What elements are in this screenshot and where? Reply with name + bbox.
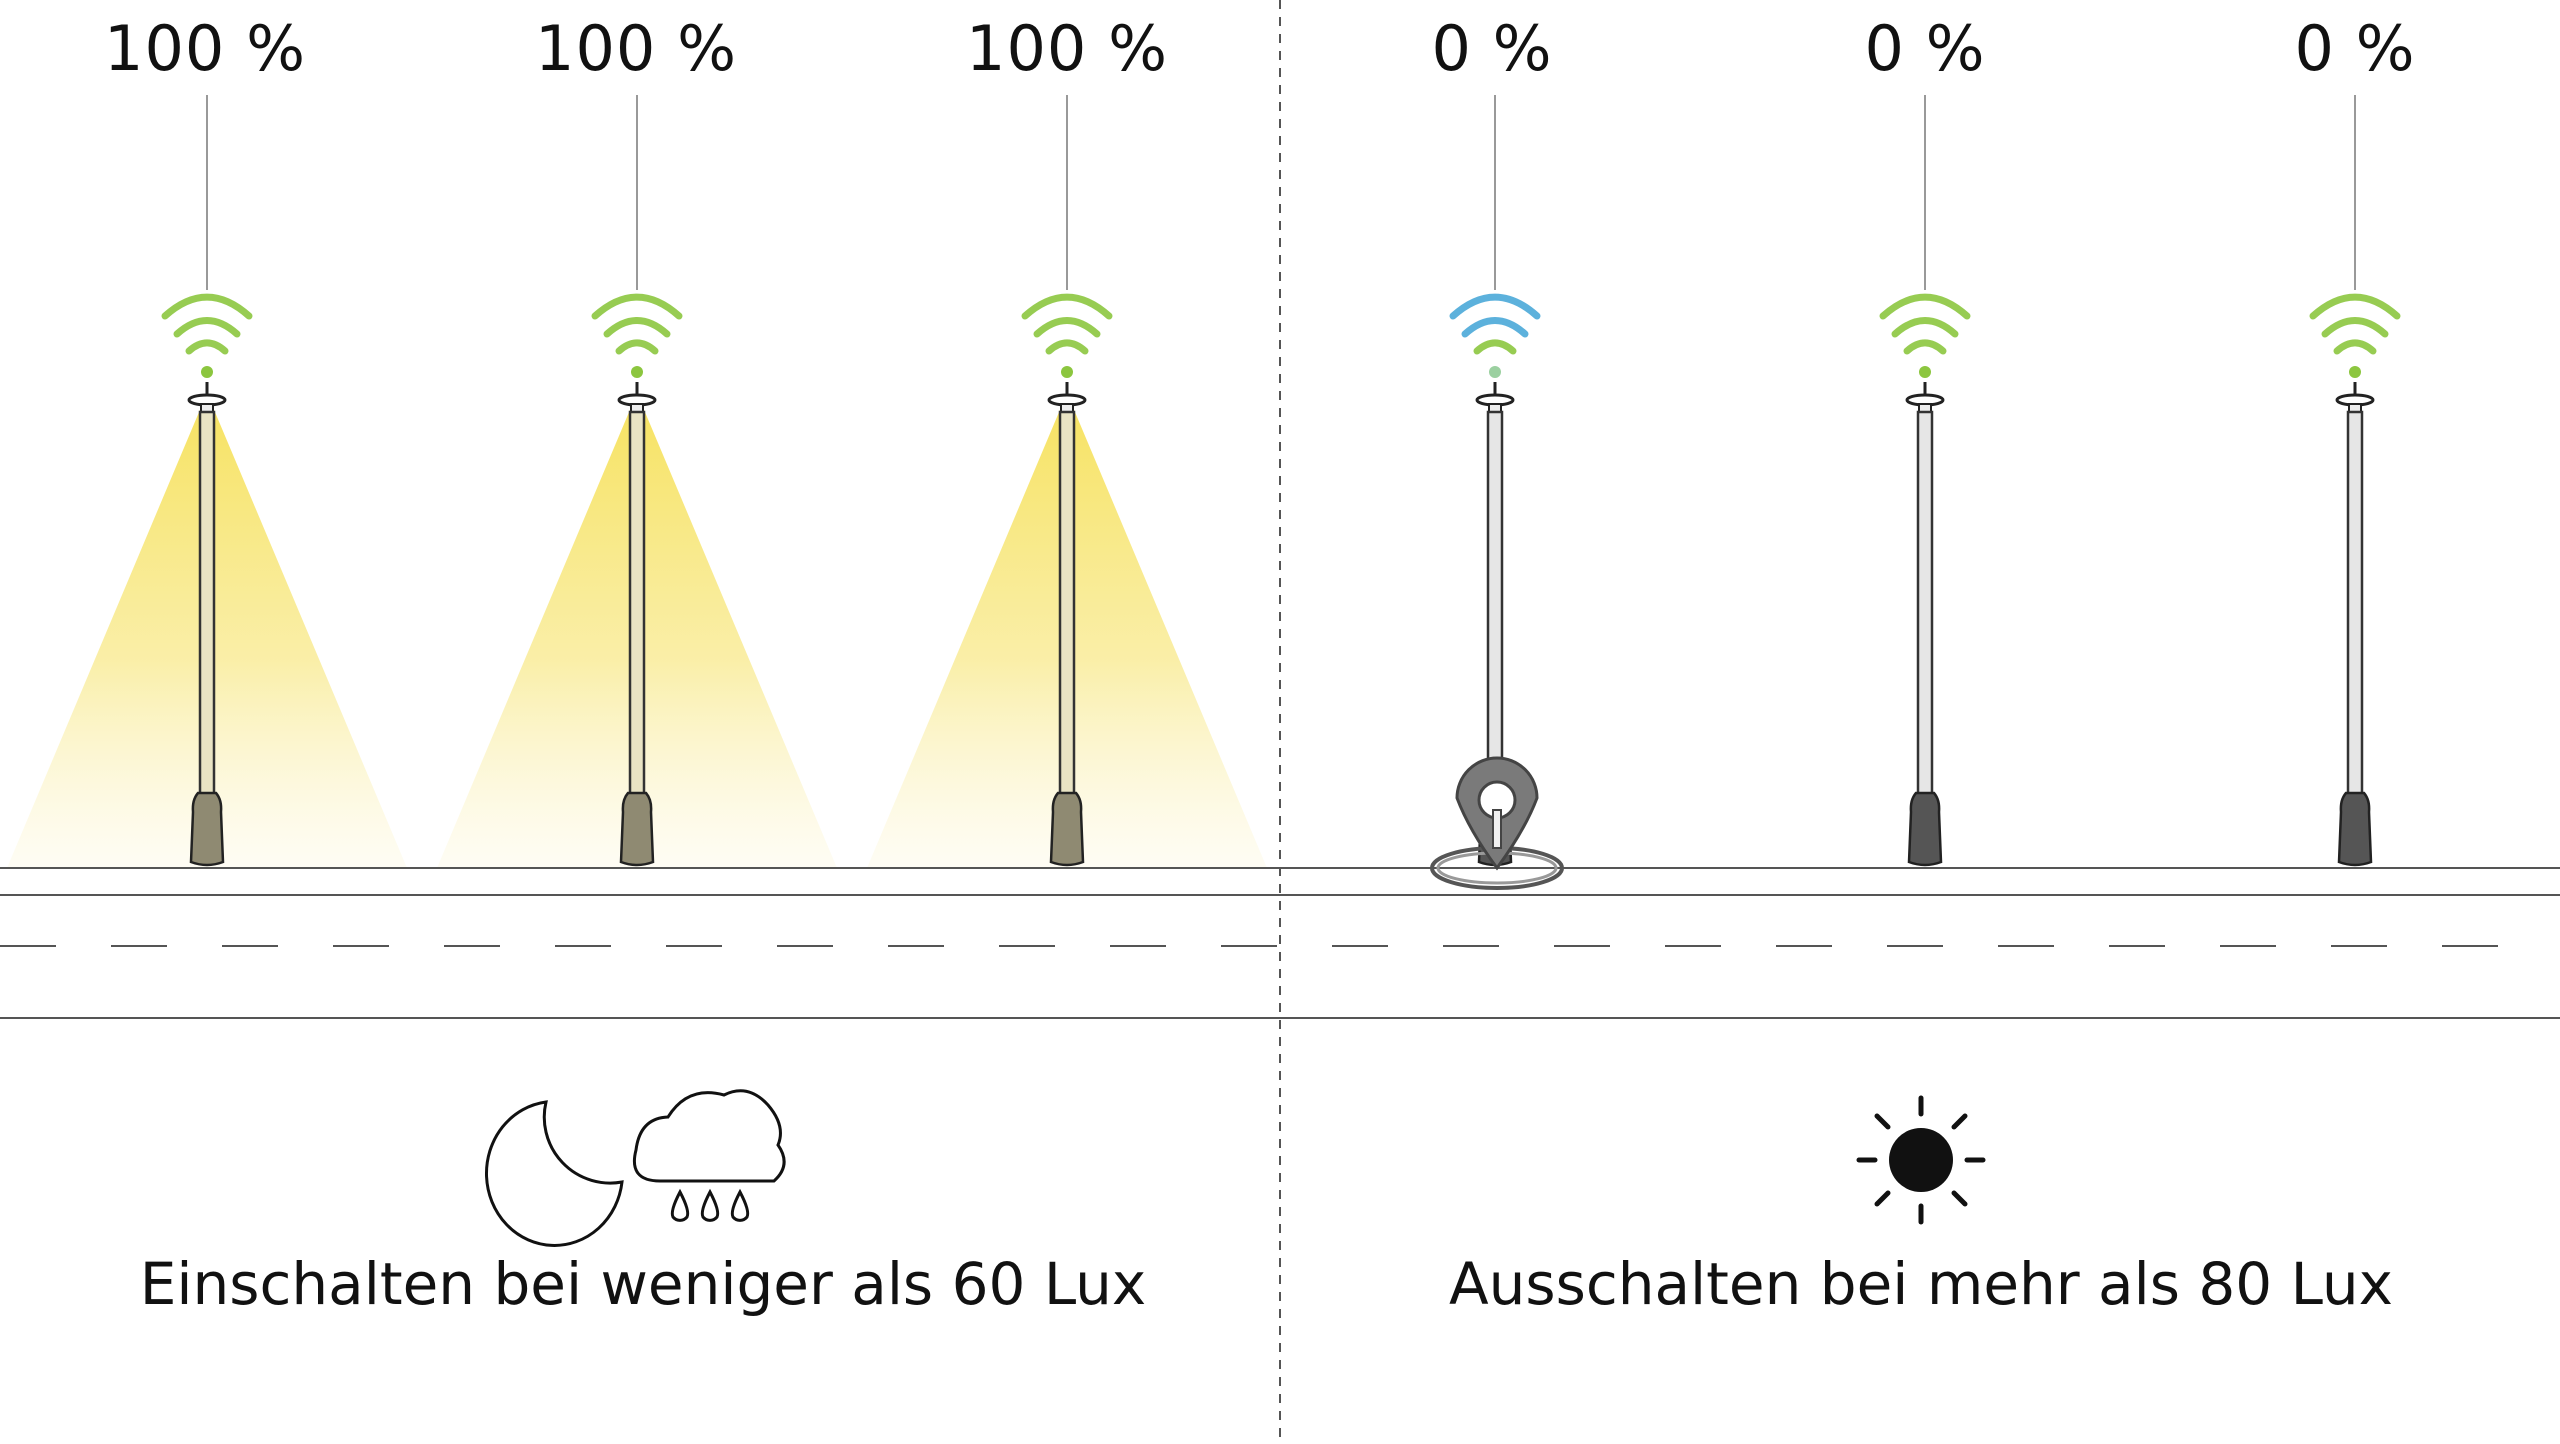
rain-cloud-icon (633, 1089, 786, 1222)
lamp-pole (198, 410, 216, 802)
lamp-pole (1916, 410, 1934, 802)
lamp-base (1907, 791, 1943, 867)
lamp-head (187, 382, 227, 413)
switch-on-caption: Einschalten bei weniger als 60 Lux (139, 1250, 1147, 1318)
lamp-base (2337, 791, 2373, 867)
lamp-head (1047, 382, 1087, 413)
lamp-pole (628, 410, 646, 802)
lamp-1-percent: 100 % (104, 12, 306, 85)
sun-icon (1856, 1095, 1986, 1225)
streetlight-4 (1449, 95, 1541, 867)
wifi-signal-icon (1879, 293, 1971, 378)
lamp-5-percent: 0 % (1864, 12, 1986, 85)
streetlight-3 (1021, 95, 1113, 867)
lamp-base (1049, 791, 1085, 867)
wifi-signal-icon (1021, 293, 1113, 378)
wifi-signal-icon (591, 293, 683, 378)
lamp-head (1475, 382, 1515, 413)
switch-off-caption: Ausschalten bei mehr als 80 Lux (1448, 1250, 2393, 1318)
wifi-signal-icon (161, 293, 253, 378)
streetlight-2 (591, 95, 683, 867)
lamp-4-percent: 0 % (1431, 12, 1553, 85)
wifi-signal-icon (1449, 293, 1541, 378)
streetlight-6 (2309, 95, 2401, 867)
lamp-pole (2346, 410, 2364, 802)
lamp-2-percent: 100 % (535, 12, 737, 85)
lamp-base (619, 791, 655, 867)
lamp-pole (1058, 410, 1076, 802)
lamp-head (2335, 382, 2375, 413)
lamp-6-percent: 0 % (2294, 12, 2416, 85)
streetlight-1 (161, 95, 253, 867)
streetlight-5 (1879, 95, 1971, 867)
lamp-pole (1486, 410, 1504, 802)
lamp-head (1905, 382, 1945, 413)
location-pin-icon (1430, 756, 1564, 890)
lamp-base (189, 791, 225, 867)
wifi-signal-icon (2309, 293, 2401, 378)
lamp-3-percent: 100 % (966, 12, 1168, 85)
moon-icon (484, 1100, 624, 1247)
lamp-head (617, 382, 657, 413)
